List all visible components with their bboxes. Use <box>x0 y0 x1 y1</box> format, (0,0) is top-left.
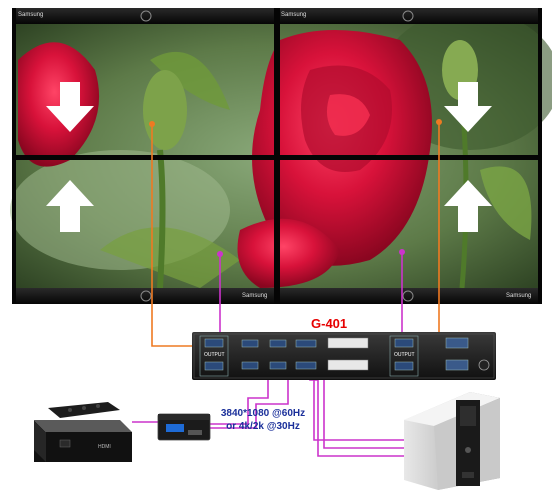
resolution-note: 3840*1080 @60Hz or 4k/2k @30Hz <box>198 407 328 433</box>
output-label-right: OUTPUT <box>394 352 415 358</box>
cable-endpoint-magenta-left <box>217 251 223 257</box>
brand-top-right: Samsung <box>281 12 307 18</box>
resolution-line-2: or 4k/2k @30Hz <box>226 421 300 432</box>
arrow-up-bottom-right <box>444 180 492 232</box>
cable-endpoint-orange-left <box>149 121 155 127</box>
svg-text:HDMI: HDMI <box>98 444 111 450</box>
remote-control <box>48 402 120 418</box>
arrow-down-top-left <box>46 82 94 132</box>
brand-bottom-right: Samsung <box>506 293 532 299</box>
cable-endpoint-orange-right <box>436 119 442 125</box>
hdmi-splitter <box>157 413 211 441</box>
output-label-left: OUTPUT <box>204 352 225 358</box>
processor-g401 <box>192 332 496 380</box>
pc-tower <box>404 392 500 490</box>
processor-model-label: G-401 <box>311 316 348 331</box>
arrow-up-bottom-left <box>46 180 94 232</box>
resolution-line-1: 3840*1080 @60Hz <box>220 408 306 419</box>
cable-endpoint-magenta-right <box>399 249 405 255</box>
brand-top-left: Samsung <box>18 12 44 18</box>
video-wall <box>10 8 552 304</box>
set-top-box: HDMI <box>34 420 132 462</box>
arrow-down-top-right <box>444 82 492 132</box>
brand-bottom-left: Samsung <box>242 293 268 299</box>
